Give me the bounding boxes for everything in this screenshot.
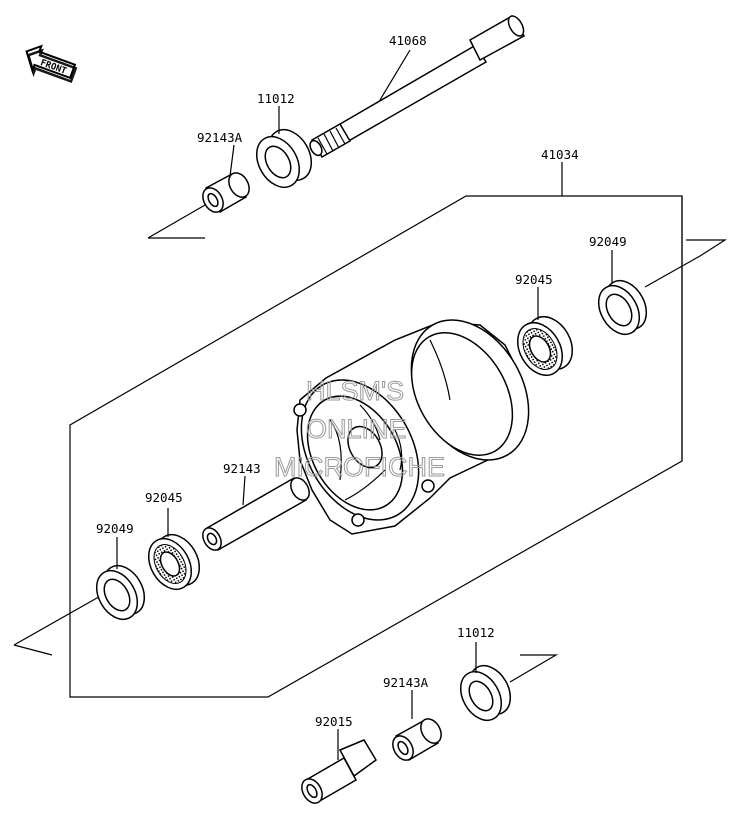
part-labels: 41068 11012 92143A 41034 92049 92045 921…: [96, 33, 627, 729]
hub-body-part: [293, 319, 530, 535]
label-collar-top-left: 92143A: [197, 130, 243, 145]
axis-lines: [13, 204, 728, 683]
label-bearing-left: 92045: [145, 490, 183, 505]
bearing-top-left-part: [255, 106, 313, 188]
collar-bottom-part: [392, 690, 442, 762]
label-spacer-center: 92143: [223, 461, 261, 476]
bearing-left-part: [147, 508, 201, 590]
bearing-right-part: [516, 287, 574, 376]
label-nut-bottom: 92015: [315, 714, 353, 729]
label-seal-left: 92049: [96, 521, 134, 536]
collar-top-left-part: [202, 144, 250, 214]
watermark-line-2: ONLINE: [306, 414, 407, 444]
watermark-line-3: MICROFICHE: [274, 452, 445, 482]
axle-part: [309, 14, 526, 159]
label-bearing-right: 92045: [515, 272, 553, 287]
label-seal-right: 92049: [589, 234, 627, 249]
hub-assembly-bracket: [69, 162, 683, 698]
seal-left-part: [95, 537, 146, 620]
label-bearing-top-left: 11012: [257, 91, 295, 106]
label-hub-assembly: 41034: [541, 147, 579, 162]
nut-bottom-part: [301, 729, 377, 804]
watermark: HLSM'S ONLINE MICROFICHE: [274, 376, 446, 483]
label-bearing-bottom-right: 11012: [457, 625, 495, 640]
bearing-bottom-right-part: [459, 642, 512, 721]
front-arrow-icon: FRONT: [25, 44, 78, 84]
seal-right-part: [597, 250, 648, 335]
spacer-center-part: [202, 475, 310, 552]
label-collar-bottom: 92143A: [383, 675, 429, 690]
label-axle: 41068: [389, 33, 427, 48]
watermark-line-1: HLSM'S: [306, 376, 404, 406]
